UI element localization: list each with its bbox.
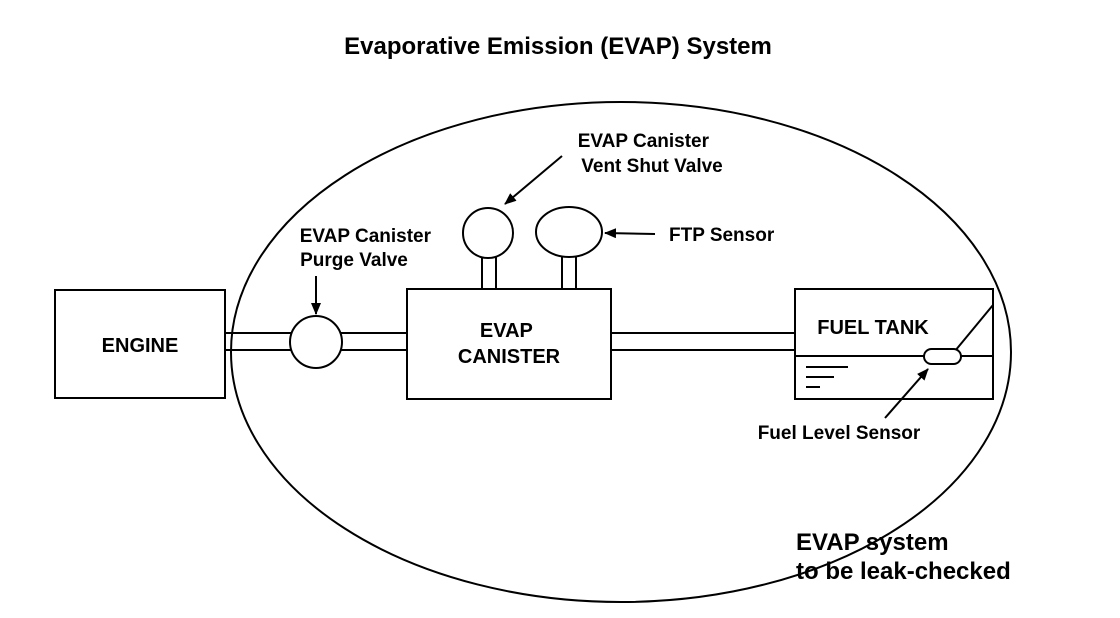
purge-valve-label-line-1: EVAP Canister	[300, 226, 432, 247]
fuel-tank-box	[794, 288, 994, 400]
ftp-sensor-label: FTP Sensor	[669, 225, 775, 246]
purge-valve	[289, 315, 343, 369]
vent-valve-arrow	[504, 155, 563, 205]
evap-canister-box	[406, 288, 612, 400]
diagram-title: Evaporative Emission (EVAP) System	[344, 33, 772, 60]
leak-check-note-line-2: to be leak-checked	[796, 558, 1011, 585]
purge-valve-label: EVAP Canister Purge Valve	[300, 226, 437, 271]
system-boundary-ellipse	[230, 101, 1012, 603]
evap-canister-label-line-1: EVAP	[480, 320, 533, 342]
vent-valve-label-line-1: EVAP Canister	[578, 131, 710, 152]
fuel-level-sensor-arm	[949, 304, 994, 358]
engine-box	[54, 289, 226, 399]
vent-shut-valve	[462, 207, 514, 259]
leak-check-note: EVAP system to be leak-checked	[796, 529, 1011, 585]
fuel-level-sensor-label: Fuel Level Sensor	[758, 423, 921, 444]
ftp-sensor	[535, 206, 603, 258]
leak-check-note-line-1: EVAP system	[796, 529, 949, 556]
ftp-sensor-arrow	[604, 228, 656, 239]
vent-valve-label-line-2: Vent Shut Valve	[581, 156, 723, 177]
fuel-level-sensor-float	[923, 348, 962, 365]
fuel-level-sensor-arrow	[884, 368, 929, 419]
fuel-tank-label: FUEL TANK	[817, 317, 929, 339]
engine-label: ENGINE	[102, 335, 179, 357]
purge-valve-label-line-2: Purge Valve	[300, 250, 408, 271]
vent-valve-label: EVAP Canister Vent Shut Valve	[578, 131, 723, 177]
evap-canister-label: EVAP CANISTER	[458, 320, 561, 368]
evap-canister-label-line-2: CANISTER	[458, 346, 561, 368]
